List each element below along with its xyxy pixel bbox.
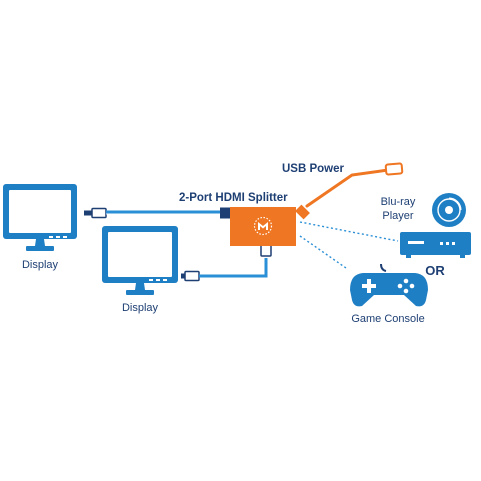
or-label: OR xyxy=(425,263,445,278)
bluray-label-line1: Blu-ray xyxy=(381,196,416,208)
manhattan-m-logo-icon xyxy=(253,216,273,236)
display-center-label: Display xyxy=(122,302,159,314)
usb-power-label: USB Power xyxy=(282,163,345,175)
splitter-label: 2-Port HDMI Splitter xyxy=(179,192,288,204)
gamepad-icon xyxy=(350,263,428,307)
hdmi-splitter-box xyxy=(230,207,296,246)
display-left-monitor xyxy=(3,184,77,251)
disc-player-icon xyxy=(400,193,471,258)
dotted-connection-lines xyxy=(299,221,399,269)
game-console-label: Game Console xyxy=(351,313,424,325)
display-left-label: Display xyxy=(22,259,59,271)
display-center-monitor xyxy=(102,226,178,295)
usb-power-cable xyxy=(295,162,404,220)
bluray-label-line2: Player xyxy=(382,210,414,222)
hdmi-cable-left xyxy=(84,207,230,219)
hdmi-cable-center xyxy=(181,237,272,282)
